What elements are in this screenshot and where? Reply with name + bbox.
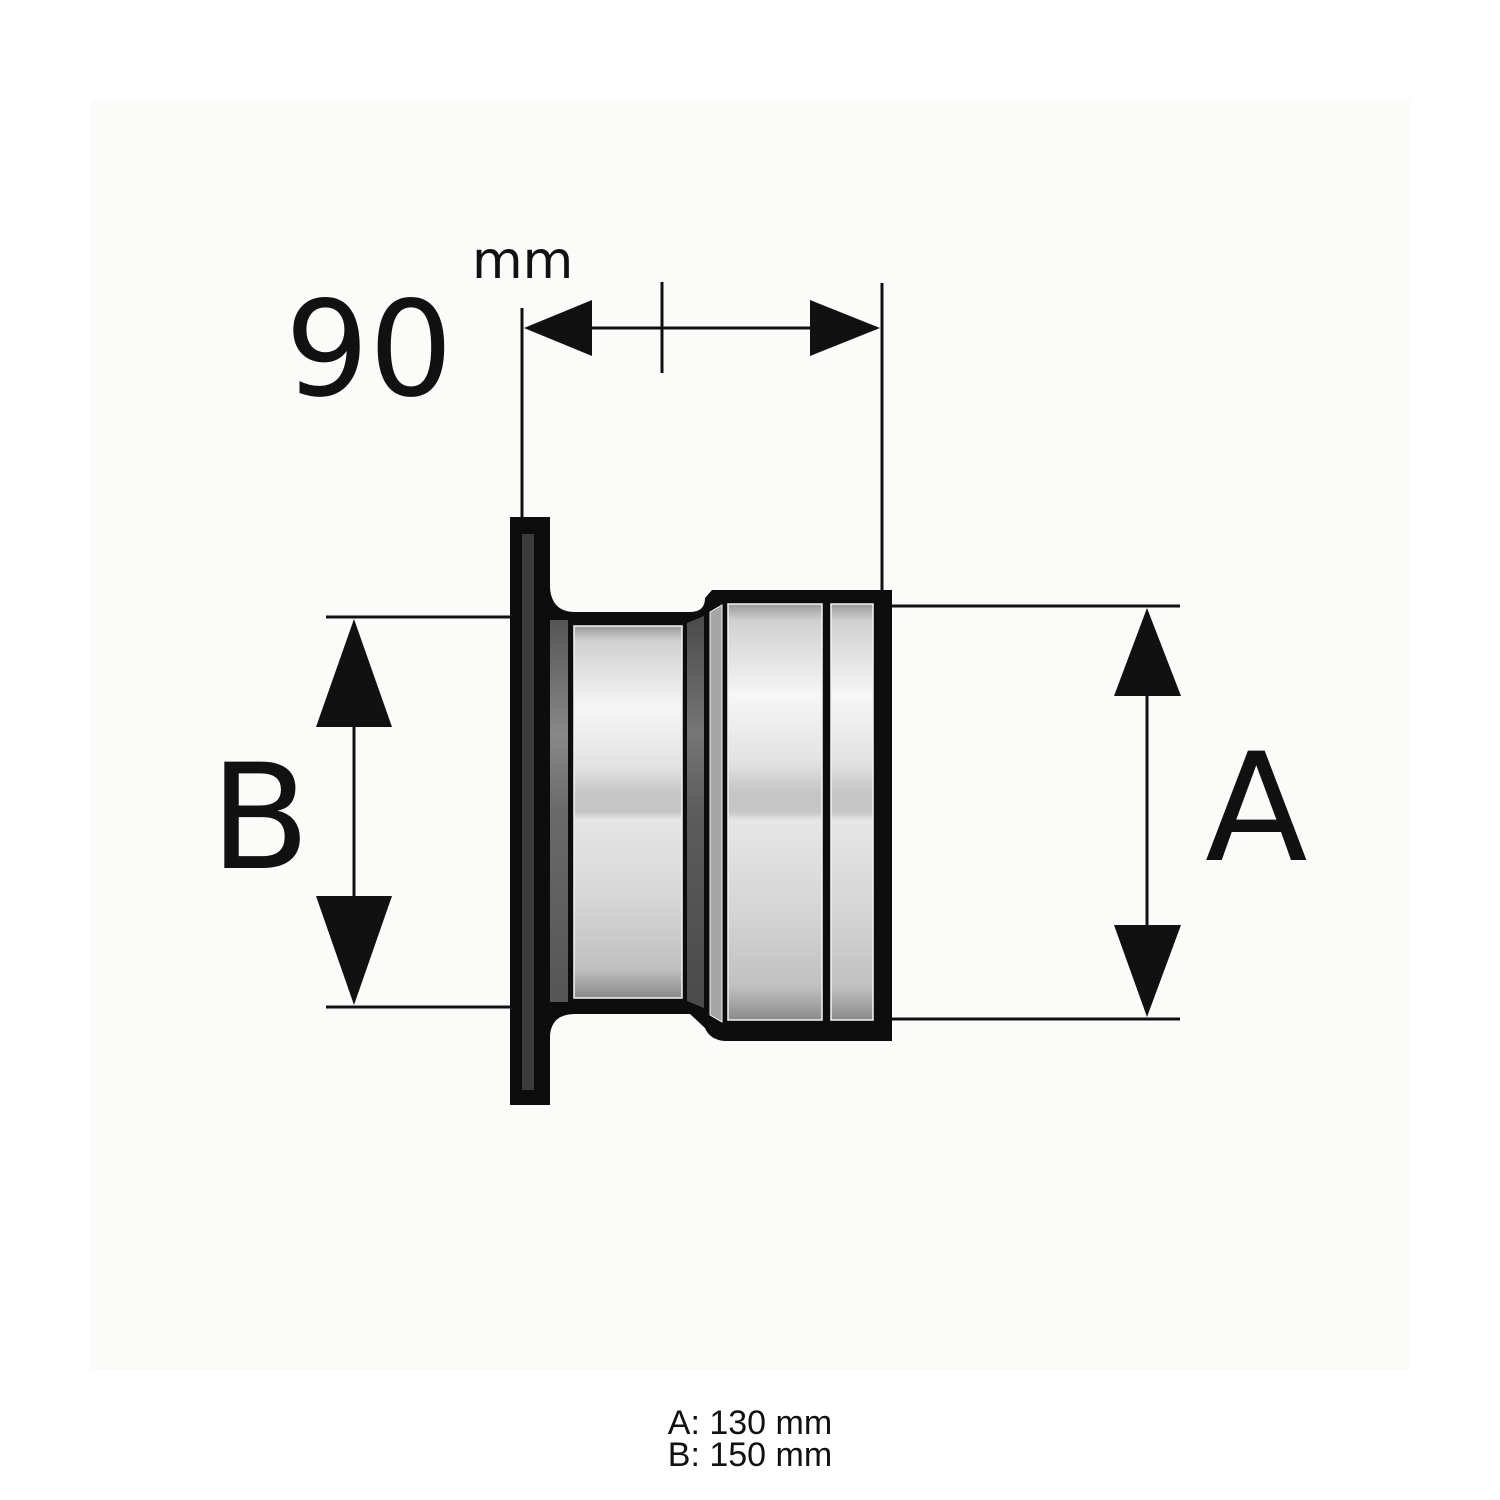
b-arrow-up-icon [316,619,392,727]
end-ring [830,603,874,1021]
flange-inner-face [550,620,568,1002]
length-value: 90 [285,273,453,427]
caption: A: 130 mm B: 150 mm [0,1404,1500,1474]
large-section [727,603,823,1021]
b-arrow-down-icon [316,896,392,1005]
arrow-right-icon [810,300,880,356]
a-dimension: A [892,604,1308,1021]
transition-strip-2 [709,604,723,1023]
a-arrow-down-icon [1114,925,1181,1017]
small-section [573,625,683,999]
b-dimension: B [210,615,510,1009]
a-label: A [1205,722,1308,896]
caption-b: B: 150 mm [667,1436,833,1474]
length-unit: mm [472,231,573,291]
flange-stripe [522,534,534,1090]
arrow-left-icon [524,300,592,356]
transition-strip-1 [687,616,704,1008]
caption-a: A: 130 mm [667,1404,833,1442]
pipe-reducer [510,517,892,1105]
b-label: B [210,733,310,903]
length-dimension: 90 mm [285,231,884,590]
a-arrow-up-icon [1114,608,1181,696]
